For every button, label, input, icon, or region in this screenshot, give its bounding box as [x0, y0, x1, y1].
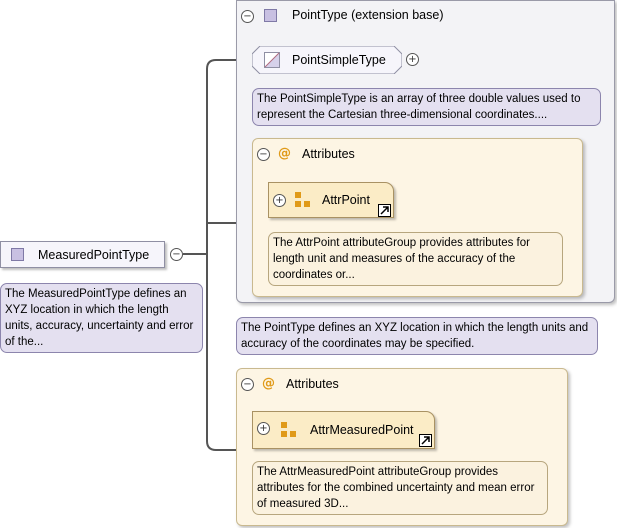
complex-type-icon	[11, 248, 24, 261]
simple-type-icon	[264, 52, 280, 68]
attributes-label: Attributes	[286, 377, 339, 391]
attribute-group-icon	[295, 192, 310, 207]
attr-measured-point-note: The AttrMeasuredPoint attributeGroup pro…	[252, 461, 548, 515]
simple-type-expand-icon[interactable]: +	[406, 53, 419, 66]
extension-attributes-collapse-icon[interactable]: −	[257, 148, 270, 161]
point-simple-type-node[interactable]: PointSimpleType	[252, 46, 402, 74]
point-simple-type-note: The PointSimpleType is an array of three…	[252, 88, 601, 126]
measured-point-type-node[interactable]: MeasuredPointType	[0, 241, 165, 268]
link-arrow-icon[interactable]	[378, 204, 391, 217]
attribute-at-icon: @	[262, 376, 275, 391]
root-collapse-icon[interactable]: −	[170, 248, 183, 261]
measured-point-type-note: The MeasuredPointType defines an XYZ loc…	[0, 283, 203, 353]
extension-attributes-label: Attributes	[302, 147, 355, 161]
measured-point-type-label: MeasuredPointType	[38, 247, 150, 262]
attr-measured-point-group-node[interactable]: AttrMeasuredPoint	[252, 411, 435, 449]
attr-point-group-node[interactable]: AttrPoint	[268, 182, 394, 218]
attr-measured-point-expand-icon[interactable]: +	[257, 422, 270, 435]
attr-point-note: The AttrPoint attributeGroup provides at…	[268, 232, 563, 286]
attr-measured-point-label: AttrMeasuredPoint	[310, 423, 414, 437]
point-type-note: The PointType defines an XYZ location in…	[236, 317, 598, 355]
point-simple-type-node-shape	[252, 46, 402, 74]
extension-type-icon	[264, 9, 277, 22]
link-arrow-icon[interactable]	[419, 434, 432, 447]
attribute-at-icon: @	[278, 146, 291, 161]
attribute-group-icon	[281, 422, 296, 437]
extension-collapse-icon[interactable]: −	[241, 10, 254, 23]
attr-point-expand-icon[interactable]: +	[273, 194, 286, 207]
attributes-collapse-icon[interactable]: −	[241, 378, 254, 391]
attr-point-label: AttrPoint	[322, 193, 370, 207]
extension-title: PointType (extension base)	[292, 8, 444, 22]
point-simple-type-label: PointSimpleType	[292, 53, 386, 67]
